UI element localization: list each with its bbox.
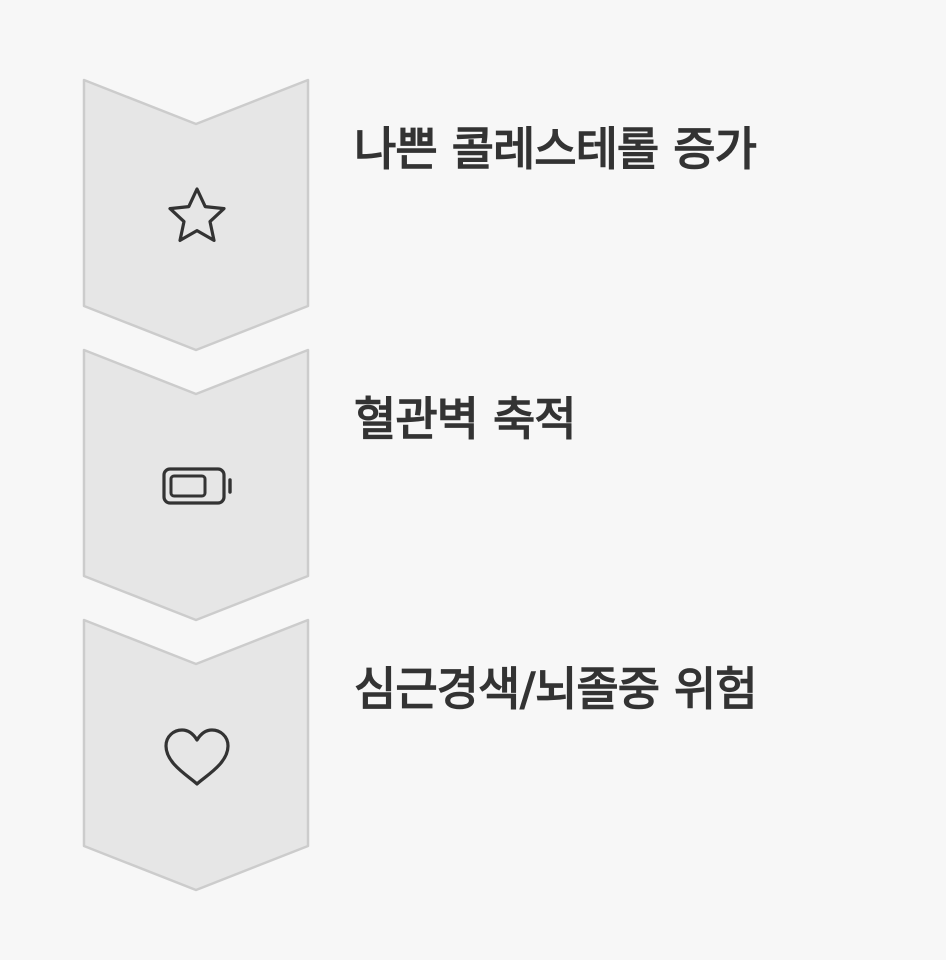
star-icon [168,187,226,242]
step-1: 나쁜 콜레스테롤 증가 [0,78,946,352]
step-2: 혈관벽 축적 [0,348,946,622]
chevron-shape [82,618,310,892]
step-title: 심근경색/뇌졸중 위험 [354,662,758,716]
battery-icon [162,467,232,505]
chevron-shape [82,348,310,622]
step-title: 혈관벽 축적 [354,392,577,446]
chevron-shape [82,78,310,352]
step-3: 심근경색/뇌졸중 위험 [0,618,946,892]
heart-icon [164,728,230,786]
step-title: 나쁜 콜레스테롤 증가 [354,122,757,176]
